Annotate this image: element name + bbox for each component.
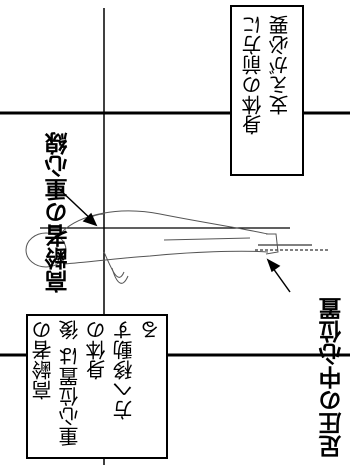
shift-note-line-3: 身体の (85, 320, 109, 380)
figure-back (61, 210, 269, 235)
support-note-box: 身体の前方に 支えが必要 (230, 5, 304, 176)
support-note-line-1: 身体の前方に (241, 15, 265, 135)
pressure-center-arrowhead (266, 258, 281, 273)
shift-note-line-1: 高齢者の (31, 320, 55, 400)
center-line-arrowhead (82, 212, 98, 227)
figure-arm (103, 251, 125, 278)
center-line-label: 高齢者の重心線 (46, 132, 72, 293)
figure-leg-line (163, 237, 251, 241)
pressure-center-label: 足圧の中心位置 (320, 297, 346, 458)
figure-head (25, 232, 67, 268)
support-note-line-2: 支えが必要 (268, 15, 292, 115)
figure-hand (111, 267, 129, 284)
figure-foot (265, 233, 279, 255)
shift-note-box: 高齢者の 重心位置は 後 身体の 方へ移動す る (26, 314, 168, 459)
shift-note-line-2: 重心位置は 後 (58, 320, 82, 447)
figure-front (63, 250, 269, 265)
shift-note-line-4: 方へ移動す (112, 320, 136, 420)
shift-note-line-5: る (139, 320, 163, 340)
